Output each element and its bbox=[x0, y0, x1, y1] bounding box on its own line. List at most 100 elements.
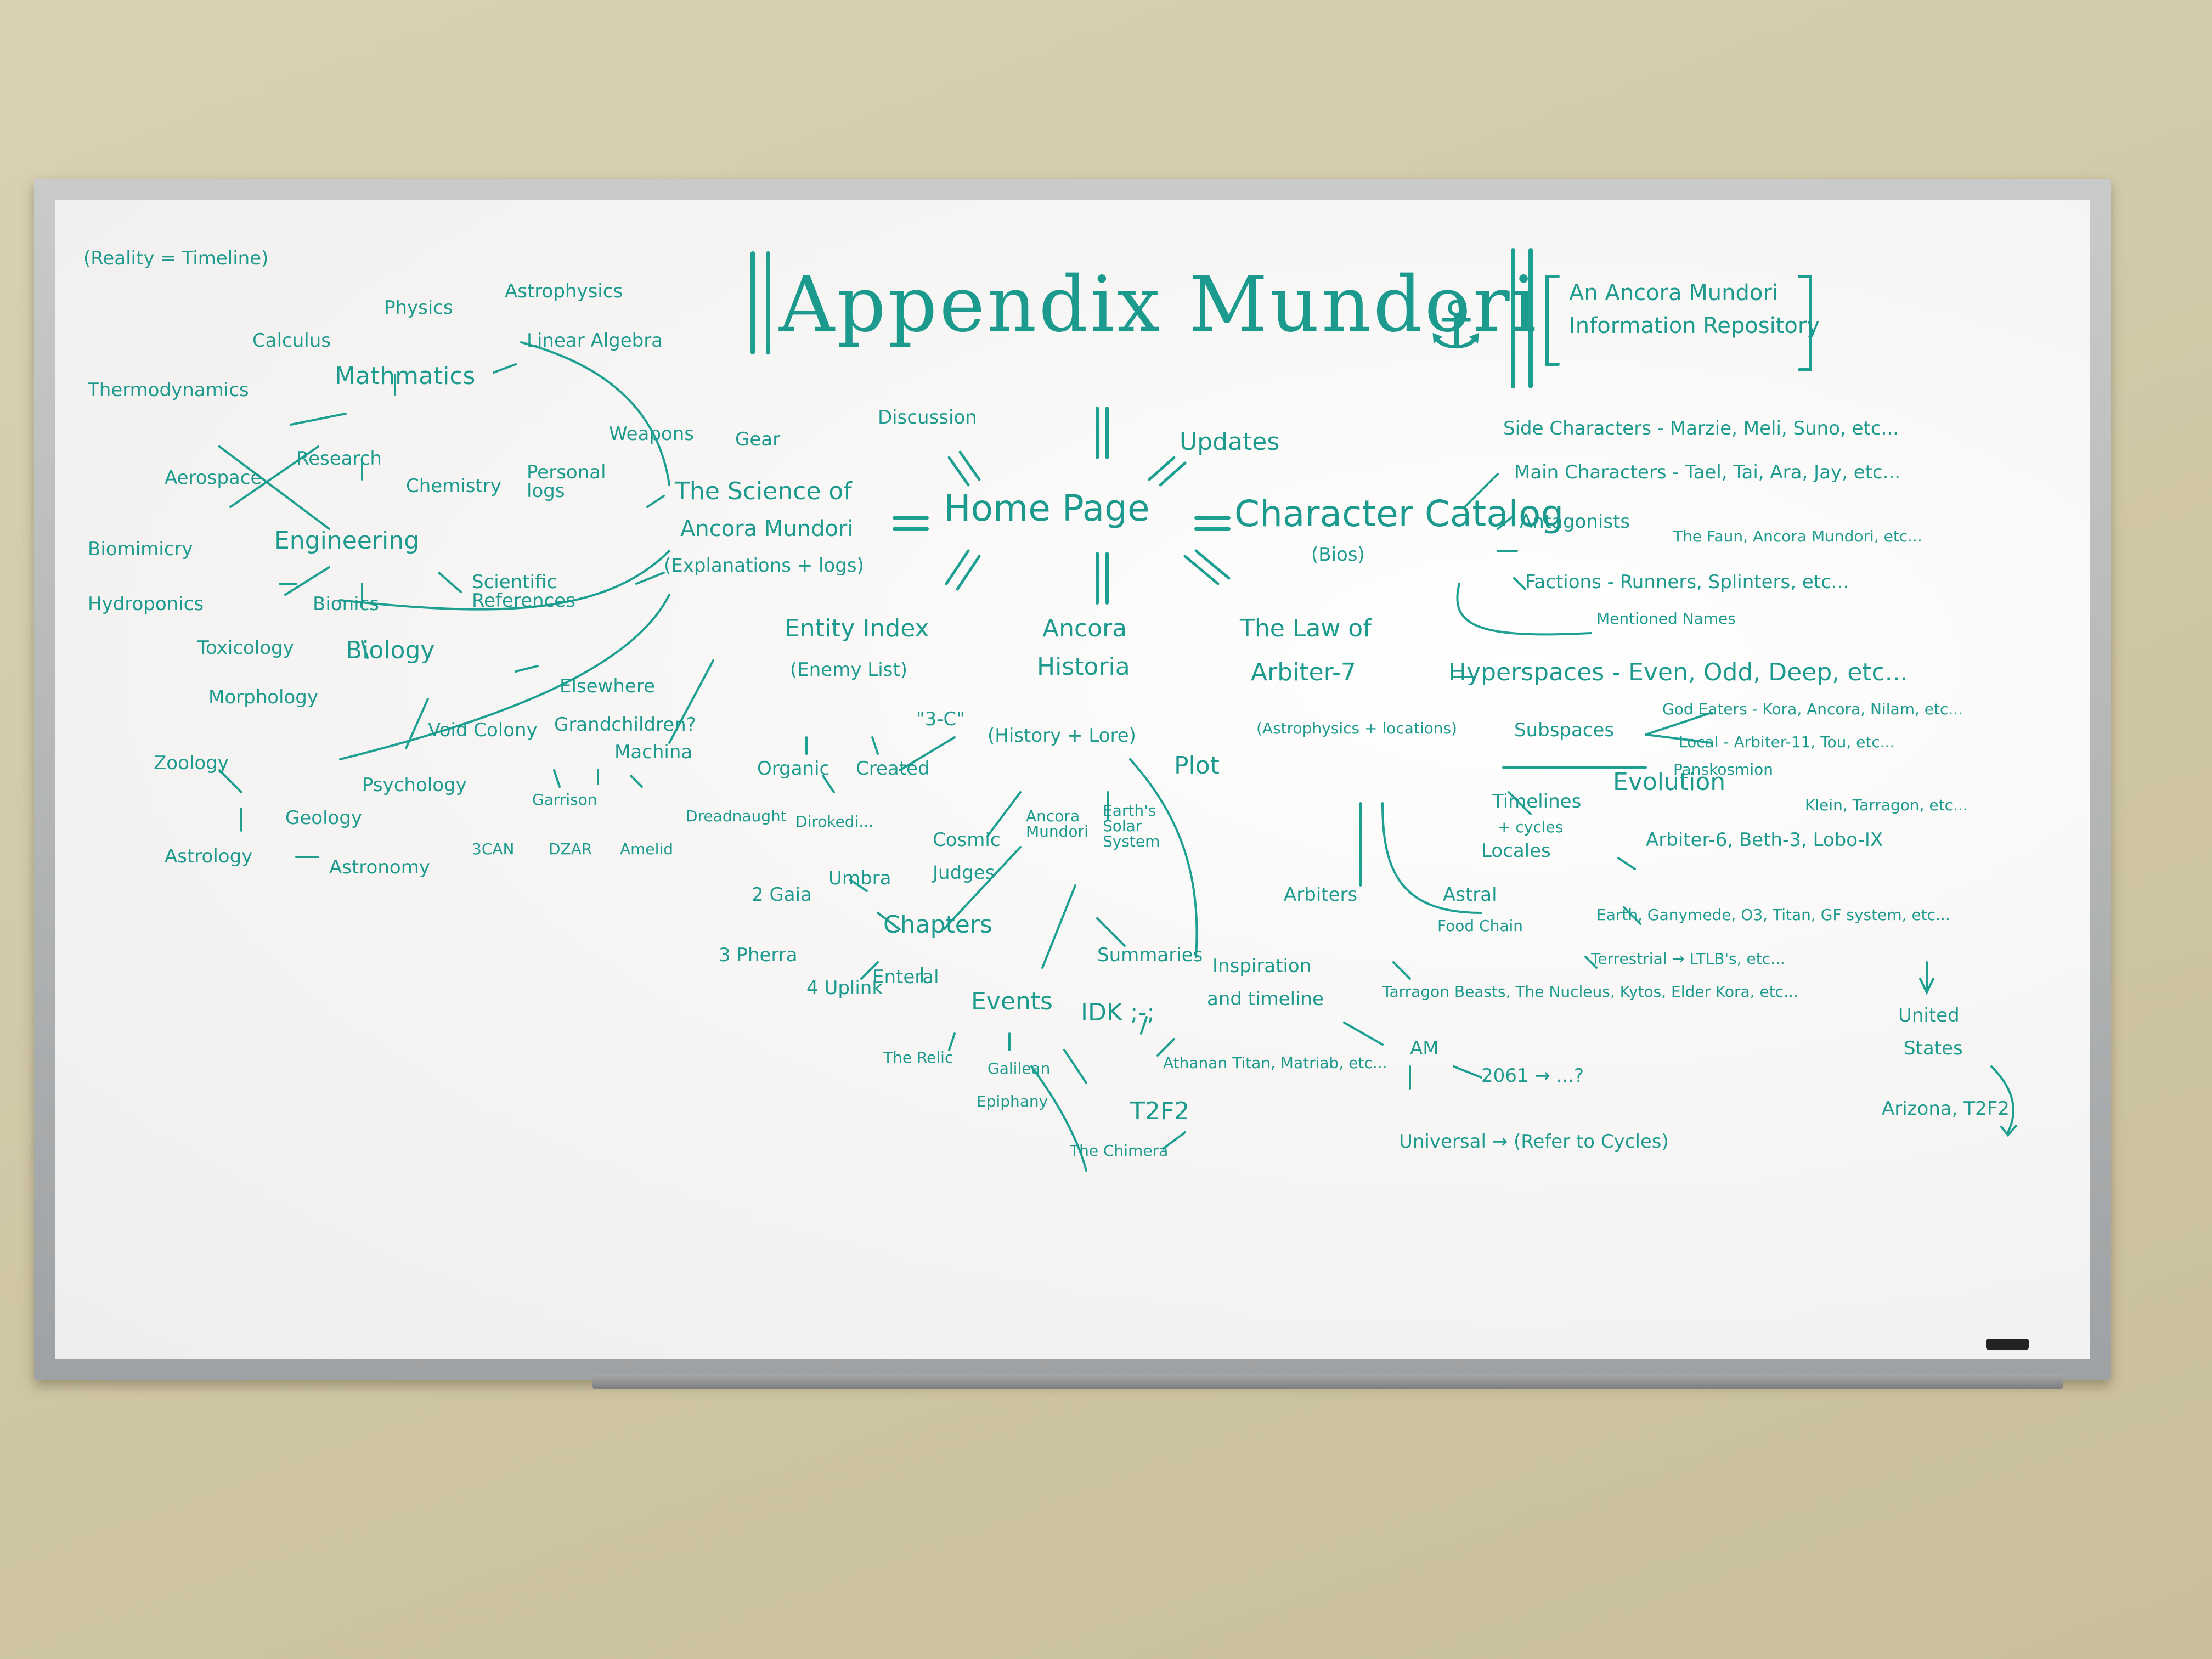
note-morphology: Morphology bbox=[208, 686, 318, 708]
note-hyperspaces: Hyperspaces - Even, Odd, Deep, etc... bbox=[1448, 658, 1908, 686]
note-inspiration: Inspiration bbox=[1212, 955, 1312, 977]
note-zoology: Zoology bbox=[154, 752, 229, 774]
note-dreadnaught: Dreadnaught bbox=[686, 807, 787, 825]
note-history-lore: (History + Lore) bbox=[988, 725, 1136, 747]
note-cycles: + cycles bbox=[1498, 818, 1564, 836]
note-ancora-historia-2: Historia bbox=[1037, 653, 1130, 681]
note-events: Events bbox=[971, 988, 1053, 1015]
note-character-catalog: Character Catalog bbox=[1234, 493, 1564, 535]
note-united: United bbox=[1898, 1005, 1960, 1026]
note-astronomy: Astronomy bbox=[329, 856, 430, 878]
note-panskosmion: Panskosmion bbox=[1673, 760, 1773, 778]
note-dirokedi: Dirokedi... bbox=[795, 812, 874, 831]
note-local: Local - Arbiter-11, Tou, etc... bbox=[1679, 733, 1895, 751]
note-ancora-mundori: Ancora Mundori bbox=[680, 516, 854, 541]
subtitle-line-2: Information Repository bbox=[1569, 313, 1820, 338]
marker bbox=[1986, 1339, 2029, 1350]
note-states: States bbox=[1904, 1037, 1963, 1059]
note-astrophysics: Astrophysics bbox=[505, 280, 623, 302]
note-amelid: Amelid bbox=[620, 840, 673, 858]
note-research: Research bbox=[296, 448, 382, 470]
note-arbiter-list: Arbiter-6, Beth-3, Lobo-IX bbox=[1646, 829, 1883, 851]
note-bios: (Bios) bbox=[1311, 544, 1365, 566]
note-arizona: Arizona, T2F2 bbox=[1882, 1098, 2010, 1120]
note-cosmic: Cosmic bbox=[933, 829, 1001, 851]
note-scan: 3CAN bbox=[472, 840, 515, 858]
note-plot: Plot bbox=[1174, 752, 1220, 780]
connector-lines bbox=[218, 248, 2017, 1172]
note-geology: Geology bbox=[285, 807, 363, 829]
note-am: AM bbox=[1410, 1037, 1439, 1059]
note-gear: Gear bbox=[735, 428, 781, 450]
note-thermodynamics: Thermodynamics bbox=[88, 379, 249, 401]
note-updates: Updates bbox=[1180, 428, 1280, 456]
note-weapons: Weapons bbox=[609, 423, 695, 445]
note-ancora-mundori-short: Ancora Mundori bbox=[1026, 807, 1088, 840]
note-antagonists: Antagonists bbox=[1520, 511, 1630, 533]
note-created: Created bbox=[856, 758, 930, 780]
note-judges: Judges bbox=[933, 862, 995, 884]
page-title: Appendix Mundori bbox=[779, 260, 1539, 349]
note-pherra: 3 Pherra bbox=[719, 944, 798, 966]
whiteboard-surface: (Reality = Timeline) Appendix Mundori ⚓ … bbox=[55, 200, 2090, 1359]
note-uplink: 4 Uplink bbox=[806, 977, 883, 999]
note-calculus: Calculus bbox=[252, 330, 331, 352]
note-organic: Organic bbox=[757, 758, 830, 780]
note-factions: Factions - Runners, Splinters, etc... bbox=[1525, 571, 1849, 593]
note-mentioned-names: Mentioned Names bbox=[1596, 610, 1736, 628]
anchor-icon: ⚓ bbox=[1426, 287, 1486, 364]
note-athanan: Athanan Titan, Matriab, etc... bbox=[1163, 1054, 1387, 1072]
note-earth-list: Earth, Ganymede, O3, Titan, GF system, e… bbox=[1596, 906, 1950, 924]
note-entity-index: Entity Index bbox=[785, 614, 929, 642]
note-hydroponics: Hydroponics bbox=[88, 593, 204, 615]
note-t2f2: T2F2 bbox=[1130, 1097, 1190, 1125]
note-explanations: (Explanations + logs) bbox=[664, 555, 864, 577]
note-chemistry: Chemistry bbox=[406, 475, 501, 497]
note-epiphany: Epiphany bbox=[977, 1092, 1048, 1110]
note-tarragon: Tarragon Beasts, The Nucleus, Kytos, Eld… bbox=[1383, 983, 1798, 1001]
note-three-c: "3-C" bbox=[916, 708, 965, 730]
note-discussion: Discussion bbox=[878, 407, 977, 428]
note-antagonists-detail: The Faun, Ancora Mundori, etc... bbox=[1673, 527, 1922, 545]
note-garrison: Garrison bbox=[532, 791, 597, 809]
note-home-page: Home Page bbox=[944, 487, 1150, 529]
note-astral: Astral bbox=[1443, 884, 1497, 906]
note-and-timeline: and timeline bbox=[1207, 988, 1324, 1010]
note-mathematics: Mathmatics bbox=[335, 362, 476, 390]
note-arbiter-7: Arbiter-7 bbox=[1251, 658, 1356, 686]
note-food-chain: Food Chain bbox=[1437, 917, 1523, 935]
note-the-relic: The Relic bbox=[883, 1048, 953, 1066]
note-engineering: Engineering bbox=[274, 527, 419, 555]
note-law-of: The Law of bbox=[1240, 614, 1372, 642]
note-toxicology: Toxicology bbox=[198, 637, 294, 659]
reality-note: (Reality = Timeline) bbox=[83, 247, 269, 269]
note-dzar: DZAR bbox=[549, 840, 592, 858]
note-biology: Biology bbox=[346, 636, 435, 664]
note-arbiters: Arbiters bbox=[1284, 884, 1358, 906]
note-biomimicry: Biomimicry bbox=[88, 538, 193, 560]
note-astrology: Astrology bbox=[165, 845, 253, 867]
marker-tray bbox=[592, 1374, 2063, 1389]
note-god-eaters: God Eaters - Kora, Ancora, Nilam, etc... bbox=[1662, 700, 1963, 718]
note-summaries: Summaries bbox=[1097, 944, 1203, 966]
note-side-characters: Side Characters - Marzie, Meli, Suno, et… bbox=[1503, 417, 1899, 439]
note-the-chimera: The Chimera bbox=[1070, 1142, 1169, 1160]
note-machina: Machina bbox=[614, 741, 693, 763]
whiteboard-frame: (Reality = Timeline) Appendix Mundori ⚓ … bbox=[34, 179, 2111, 1380]
note-physics: Physics bbox=[384, 297, 453, 319]
note-gaia: 2 Gaia bbox=[752, 884, 812, 906]
note-earths-solar-system: Earth's Solar System bbox=[1103, 802, 1160, 850]
note-enemy-list: (Enemy List) bbox=[790, 659, 907, 681]
note-science-of: The Science of bbox=[675, 477, 852, 505]
note-galilean: Galilean bbox=[988, 1059, 1051, 1077]
note-main-characters: Main Characters - Tael, Tai, Ara, Jay, e… bbox=[1514, 461, 1901, 483]
note-linear-algebra: Linear Algebra bbox=[527, 330, 663, 352]
note-subspaces: Subspaces bbox=[1514, 719, 1615, 741]
note-astrophysics-locations: (Astrophysics + locations) bbox=[1256, 719, 1457, 737]
note-ancora-historia-1: Ancora bbox=[1042, 614, 1127, 642]
note-evolution: Evolution bbox=[1613, 768, 1726, 796]
note-umbra: Umbra bbox=[828, 867, 891, 889]
note-terrestrial: Terrestrial → LTLB's, etc... bbox=[1591, 950, 1785, 968]
note-timelines: Timelines bbox=[1492, 791, 1582, 812]
note-void-colony: Void Colony bbox=[428, 719, 538, 741]
